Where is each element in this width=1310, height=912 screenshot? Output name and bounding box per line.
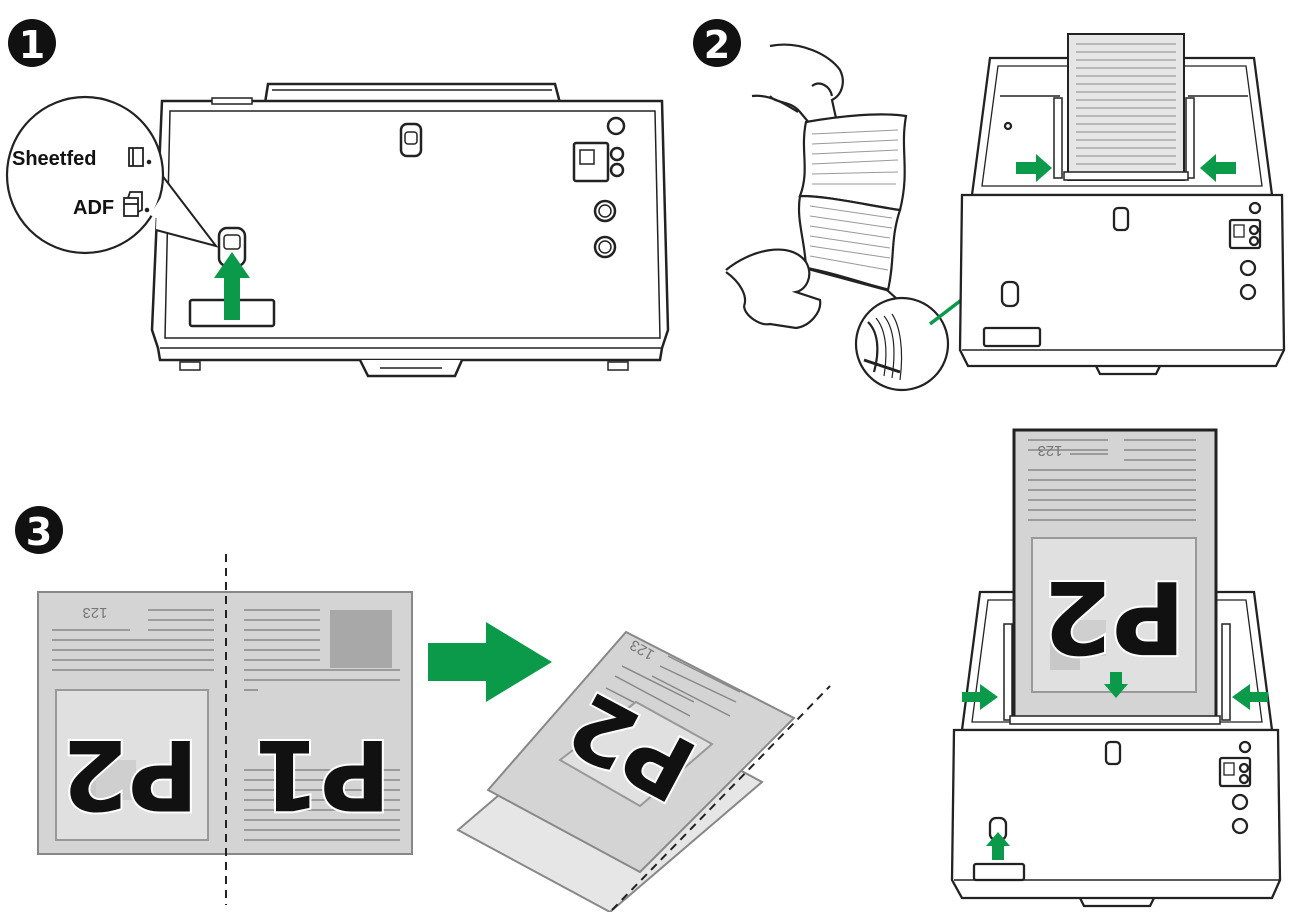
scanner-with-paper-top (958, 56, 1286, 376)
step-1-badge: 1 (8, 19, 56, 67)
open-sheet: 123 P2 P1 (37, 591, 413, 855)
step-3-badge: 3 (15, 506, 63, 554)
step-2-badge: 2 (693, 19, 741, 67)
mode-callout: Sheetfed ADF (5, 95, 219, 255)
svg-text:2: 2 (704, 23, 730, 67)
paper-stack (1063, 33, 1189, 181)
folded-sheet: 123 P2 (456, 630, 796, 912)
arrow-icon (428, 622, 552, 702)
paper-edge-callout (854, 289, 950, 392)
sheetfed-icon (128, 147, 152, 167)
arrow-icon (962, 684, 998, 710)
arrow-icon (1232, 684, 1268, 710)
arrow-icon (1104, 672, 1128, 698)
svg-text:P2: P2 (1043, 558, 1186, 675)
svg-text:123: 123 (1037, 442, 1062, 459)
sheet-in-feeder: 123 P2 (1009, 428, 1221, 725)
hand-icon (769, 43, 844, 128)
arrow-icon (1200, 154, 1236, 182)
svg-text:Sheetfed: Sheetfed (12, 148, 96, 170)
arrow-icon (986, 832, 1010, 860)
arrow-icon (1016, 154, 1052, 182)
svg-text:P2: P2 (61, 718, 198, 830)
adf-icon (123, 191, 150, 217)
svg-text:123: 123 (82, 604, 107, 621)
scanner-front-view (150, 82, 670, 378)
fanning-paper (725, 43, 908, 330)
fold-line (611, 685, 831, 911)
svg-text:1: 1 (19, 23, 45, 67)
svg-text:ADF: ADF (73, 197, 114, 219)
svg-text:3: 3 (26, 510, 52, 554)
arrow-icon (214, 252, 250, 320)
svg-text:P1: P1 (253, 718, 390, 830)
hand-icon (725, 248, 822, 330)
